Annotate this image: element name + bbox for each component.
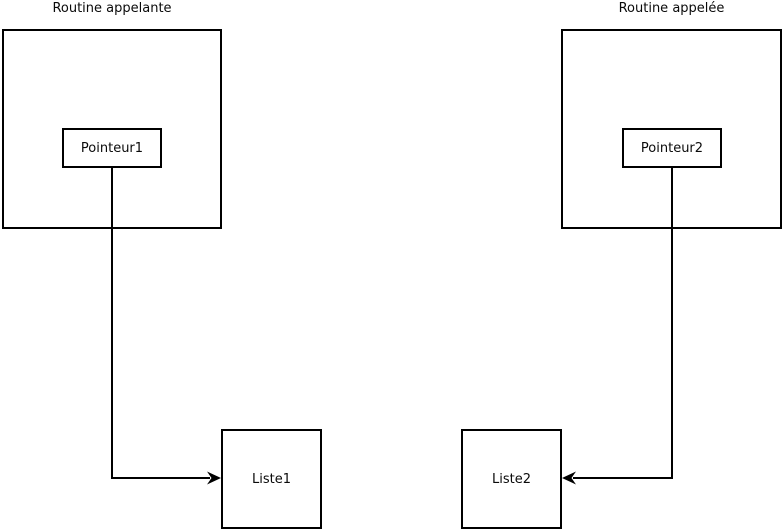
pointeur2-box: Pointeur2 (622, 128, 722, 168)
right-arrowhead-icon (207, 471, 221, 485)
liste1-box: Liste1 (221, 429, 322, 529)
liste2-box: Liste2 (461, 429, 562, 529)
left-arrowhead-icon (562, 471, 576, 485)
left-routine-title: Routine appelante (52, 1, 172, 16)
pointeur1-box: Pointeur1 (62, 128, 162, 168)
liste1-label: Liste1 (252, 471, 291, 487)
right-routine-title: Routine appelée (618, 1, 725, 16)
liste2-label: Liste2 (492, 471, 531, 487)
pointeur2-label: Pointeur2 (640, 140, 704, 156)
pointeur1-label: Pointeur1 (80, 140, 144, 156)
